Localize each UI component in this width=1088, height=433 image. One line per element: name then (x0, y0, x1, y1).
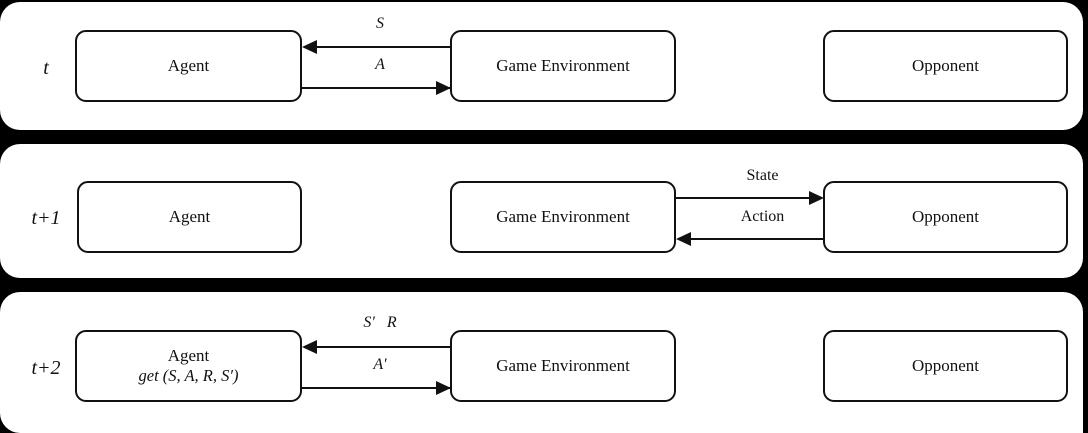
node-label: Agent (167, 346, 210, 366)
node-opponent-t1[interactable]: Opponent (823, 181, 1068, 253)
arrow-head-right-t1 (809, 191, 824, 205)
time-label-t: t (43, 57, 49, 79)
arrow-head-left-t2 (302, 340, 317, 354)
arrow-line-action-t (302, 87, 450, 89)
time-label-t2: t+2 (31, 357, 61, 379)
node-game-environment-t[interactable]: Game Environment (450, 30, 676, 102)
node-agent-t2[interactable]: Agent get (S, A, R, S′) (75, 330, 302, 402)
arrow-label-a-t: A (375, 56, 385, 73)
arrow-label-state-t1: State (746, 167, 779, 184)
node-label: Game Environment (496, 356, 630, 376)
node-label: Agent (168, 207, 211, 227)
arrow-line-state-t1 (676, 197, 810, 199)
node-label: Game Environment (496, 56, 630, 76)
arrow-line-action-t2 (302, 387, 450, 389)
node-label: Game Environment (496, 207, 630, 227)
arrow-head-left-t1 (676, 232, 691, 246)
node-opponent-t2[interactable]: Opponent (823, 330, 1068, 402)
node-sublabel: get (S, A, R, S′) (138, 366, 239, 386)
arrow-head-right-t (436, 81, 451, 95)
node-game-environment-t2[interactable]: Game Environment (450, 330, 676, 402)
node-agent-t[interactable]: Agent (75, 30, 302, 102)
arrow-head-right-t2 (436, 381, 451, 395)
node-label: Agent (167, 56, 210, 76)
arrow-label-s-prime-r-t2: S′ R (363, 314, 397, 331)
node-label: Opponent (911, 356, 980, 376)
node-agent-t1[interactable]: Agent (77, 181, 302, 253)
arrow-line-state-t (315, 46, 450, 48)
arrow-label-s-t: S (376, 15, 384, 32)
arrow-label-a-prime-t2: A′ (373, 356, 387, 373)
arrow-head-left-t (302, 40, 317, 54)
time-label-t1: t+1 (31, 207, 61, 229)
node-opponent-t[interactable]: Opponent (823, 30, 1068, 102)
node-label: Opponent (911, 56, 980, 76)
node-label: Opponent (911, 207, 980, 227)
node-game-environment-t1[interactable]: Game Environment (450, 181, 676, 253)
arrow-line-state-t2 (315, 346, 450, 348)
arrow-line-action-t1 (690, 238, 823, 240)
arrow-label-action-t1: Action (740, 208, 785, 225)
